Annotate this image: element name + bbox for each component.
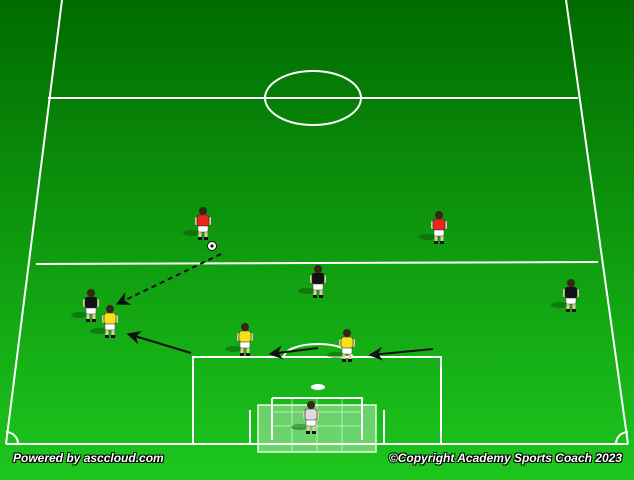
player-black-2 bbox=[298, 265, 326, 298]
centre-circle bbox=[264, 70, 362, 126]
zone-line bbox=[35, 261, 599, 265]
corner-arc-right bbox=[615, 431, 629, 445]
player-black-3 bbox=[551, 279, 579, 312]
goal bbox=[257, 397, 377, 453]
player-yellow-3 bbox=[327, 329, 355, 362]
players bbox=[71, 207, 579, 434]
player-yellow-1 bbox=[90, 305, 118, 338]
player-black-1 bbox=[71, 289, 99, 322]
player-red-2 bbox=[419, 211, 447, 244]
pass-line bbox=[115, 253, 222, 305]
penalty-spot bbox=[311, 384, 325, 390]
touchline-right bbox=[565, 0, 629, 445]
run-arrow bbox=[368, 346, 434, 361]
touchline-left bbox=[5, 0, 63, 445]
powered-by-credit: Powered by asccloud.com bbox=[13, 451, 164, 465]
corner-arc-left bbox=[5, 431, 19, 445]
run-arrows bbox=[115, 253, 434, 361]
player-red-1 bbox=[183, 207, 211, 240]
copyright-notice: ©Copyright Academy Sports Coach 2023 bbox=[388, 451, 622, 465]
player-yellow-2 bbox=[225, 323, 253, 356]
player-goalkeeper-1 bbox=[291, 401, 319, 434]
run-arrow bbox=[268, 345, 319, 360]
football-icon bbox=[207, 241, 217, 251]
run-arrow bbox=[126, 330, 192, 354]
